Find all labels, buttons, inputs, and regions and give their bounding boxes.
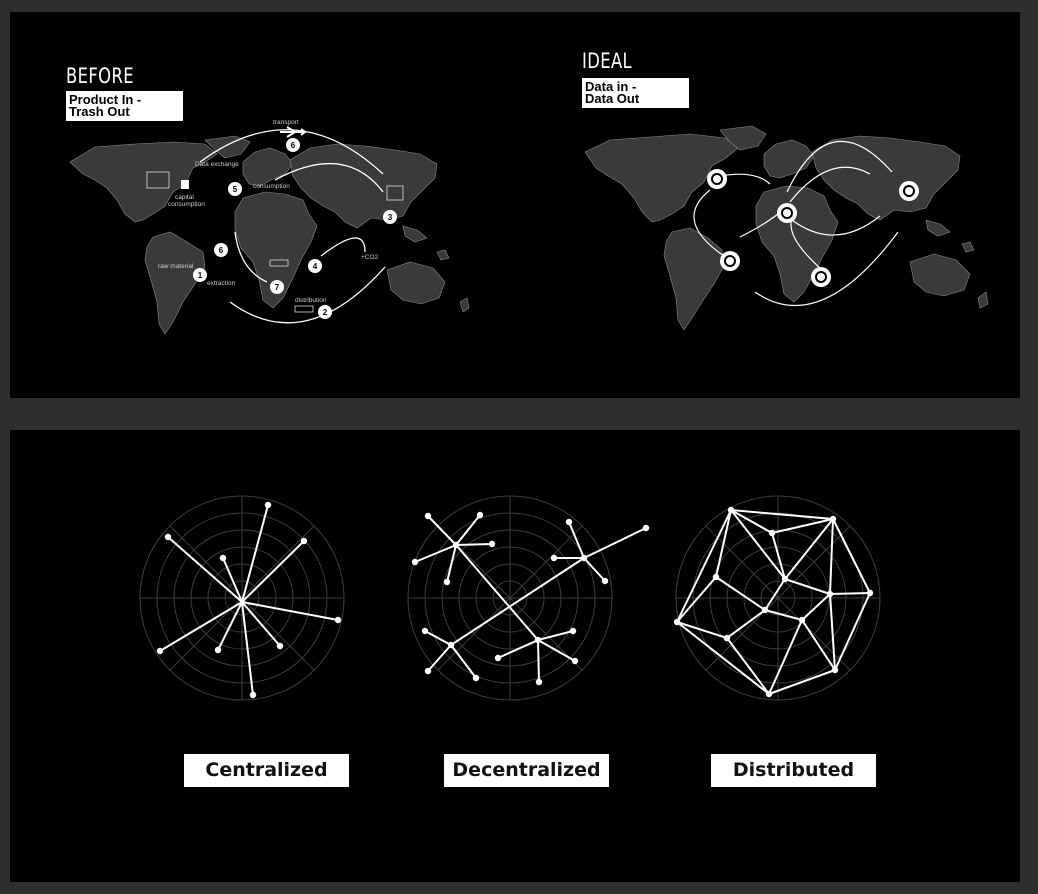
ideal-data-arcs [693, 140, 899, 307]
ideal-heading: IDEAL [582, 49, 633, 73]
distributed-polar-grid [675, 495, 881, 701]
annotation-transport: transport [273, 119, 299, 126]
africa-shape [234, 191, 318, 309]
annotation-co2: +CO2 [361, 254, 379, 261]
bucket-icon [181, 180, 189, 189]
step-marker [193, 268, 207, 282]
centralized-label: Centralized [184, 754, 349, 787]
decentralized-polar-grid [407, 495, 613, 701]
factory-icon [146, 171, 170, 189]
step-number: 2 [323, 308, 328, 317]
decentralized-network [407, 495, 650, 701]
before-heading: BEFORE [66, 64, 134, 88]
step-marker [228, 182, 242, 196]
annotation-raw-material: raw material [158, 263, 194, 270]
distributed-network [673, 495, 881, 701]
europe-shape [242, 147, 294, 187]
centralized-network [139, 495, 345, 701]
data-arc [693, 189, 731, 261]
centralized-nodes [156, 501, 342, 699]
annotation-capital: capital [175, 194, 194, 201]
data-arc [719, 173, 771, 185]
centralized-polar-grid [139, 495, 345, 701]
ideal-tag: Data in - Data Out [582, 78, 689, 108]
networks-panel: Centralized Decentralized Distributed [10, 430, 1020, 882]
step-number: 6 [291, 141, 296, 150]
factory-icon [386, 185, 404, 201]
maps-panel: BEFORE Product In - Trash Out 6 5 3 6 [10, 12, 1020, 398]
before-tag: Product In - Trash Out [66, 91, 183, 121]
distribution-arc [320, 237, 366, 257]
data-arc [789, 166, 871, 203]
annotation-data-exchange: Data exchange [195, 161, 239, 168]
australia-shape [909, 253, 971, 297]
airplane-icon [280, 126, 307, 138]
step-marker [383, 210, 397, 224]
before-world-map: 6 5 3 6 4 1 7 2 transport Data exchange … [69, 119, 470, 335]
step-number: 1 [198, 271, 203, 280]
step-marker [308, 259, 322, 273]
europe-shape [763, 139, 815, 179]
ideal-nodes [707, 169, 919, 287]
data-node-core [783, 209, 791, 217]
data-arc [786, 140, 893, 193]
step-number: 4 [313, 262, 318, 271]
step-number: 7 [275, 283, 280, 292]
decentralized-label: Decentralized [444, 754, 609, 787]
ideal-tag-line1: Data in - [585, 79, 637, 94]
data-arc [791, 215, 881, 236]
data-node-core [713, 175, 721, 183]
annotation-consumption: consumption [253, 183, 290, 190]
step-marker [214, 243, 228, 257]
greenland-shape [204, 135, 251, 159]
annotation-distribution: distribution [295, 297, 327, 304]
decentralized-nodes [411, 511, 650, 686]
ideal-tag-line2: Data Out [585, 91, 640, 106]
step-number: 3 [388, 213, 393, 222]
north-america-shape [584, 133, 739, 223]
decentralized-links [414, 514, 647, 683]
data-node-core [817, 273, 825, 281]
ideal-continents [584, 125, 989, 331]
step-number: 5 [233, 185, 238, 194]
north-america-shape [69, 141, 218, 223]
data-node-core [905, 187, 913, 195]
before-tag-line2: Trash Out [69, 104, 130, 119]
distributed-links [676, 509, 871, 695]
annotation-capital-consumption: consumption [168, 201, 205, 208]
lower-flow-arc [229, 266, 386, 324]
before-step-markers: 6 5 3 6 4 1 7 2 [193, 138, 397, 319]
south-america-shape [663, 227, 725, 331]
ideal-world-map [584, 125, 989, 331]
annotation-extraction: extraction [207, 280, 236, 287]
islands-shape [402, 225, 470, 313]
return-arc [234, 231, 268, 283]
australia-shape [386, 261, 446, 305]
south-america-shape [144, 231, 206, 335]
before-tag-line1: Product In - [69, 92, 142, 107]
ship-icon [269, 259, 289, 267]
step-number: 6 [219, 246, 224, 255]
data-arc [754, 231, 899, 307]
distributed-nodes [673, 506, 874, 698]
consumption-arc [274, 162, 384, 193]
network-diagrams [139, 495, 881, 701]
step-marker [270, 280, 284, 294]
asia-shape [811, 135, 961, 221]
distributed-label: Distributed [711, 754, 876, 787]
before-continents [69, 135, 470, 335]
before-annotations: transport Data exchange consumption capi… [158, 119, 379, 304]
before-glyphs [146, 126, 404, 313]
step-marker [286, 138, 300, 152]
greenland-shape [719, 125, 767, 151]
step-marker [318, 305, 332, 319]
asia-shape [289, 143, 438, 229]
centralized-links [159, 504, 339, 696]
islands-shape [925, 219, 989, 309]
data-node-core [726, 257, 734, 265]
ship-icon [294, 305, 314, 313]
